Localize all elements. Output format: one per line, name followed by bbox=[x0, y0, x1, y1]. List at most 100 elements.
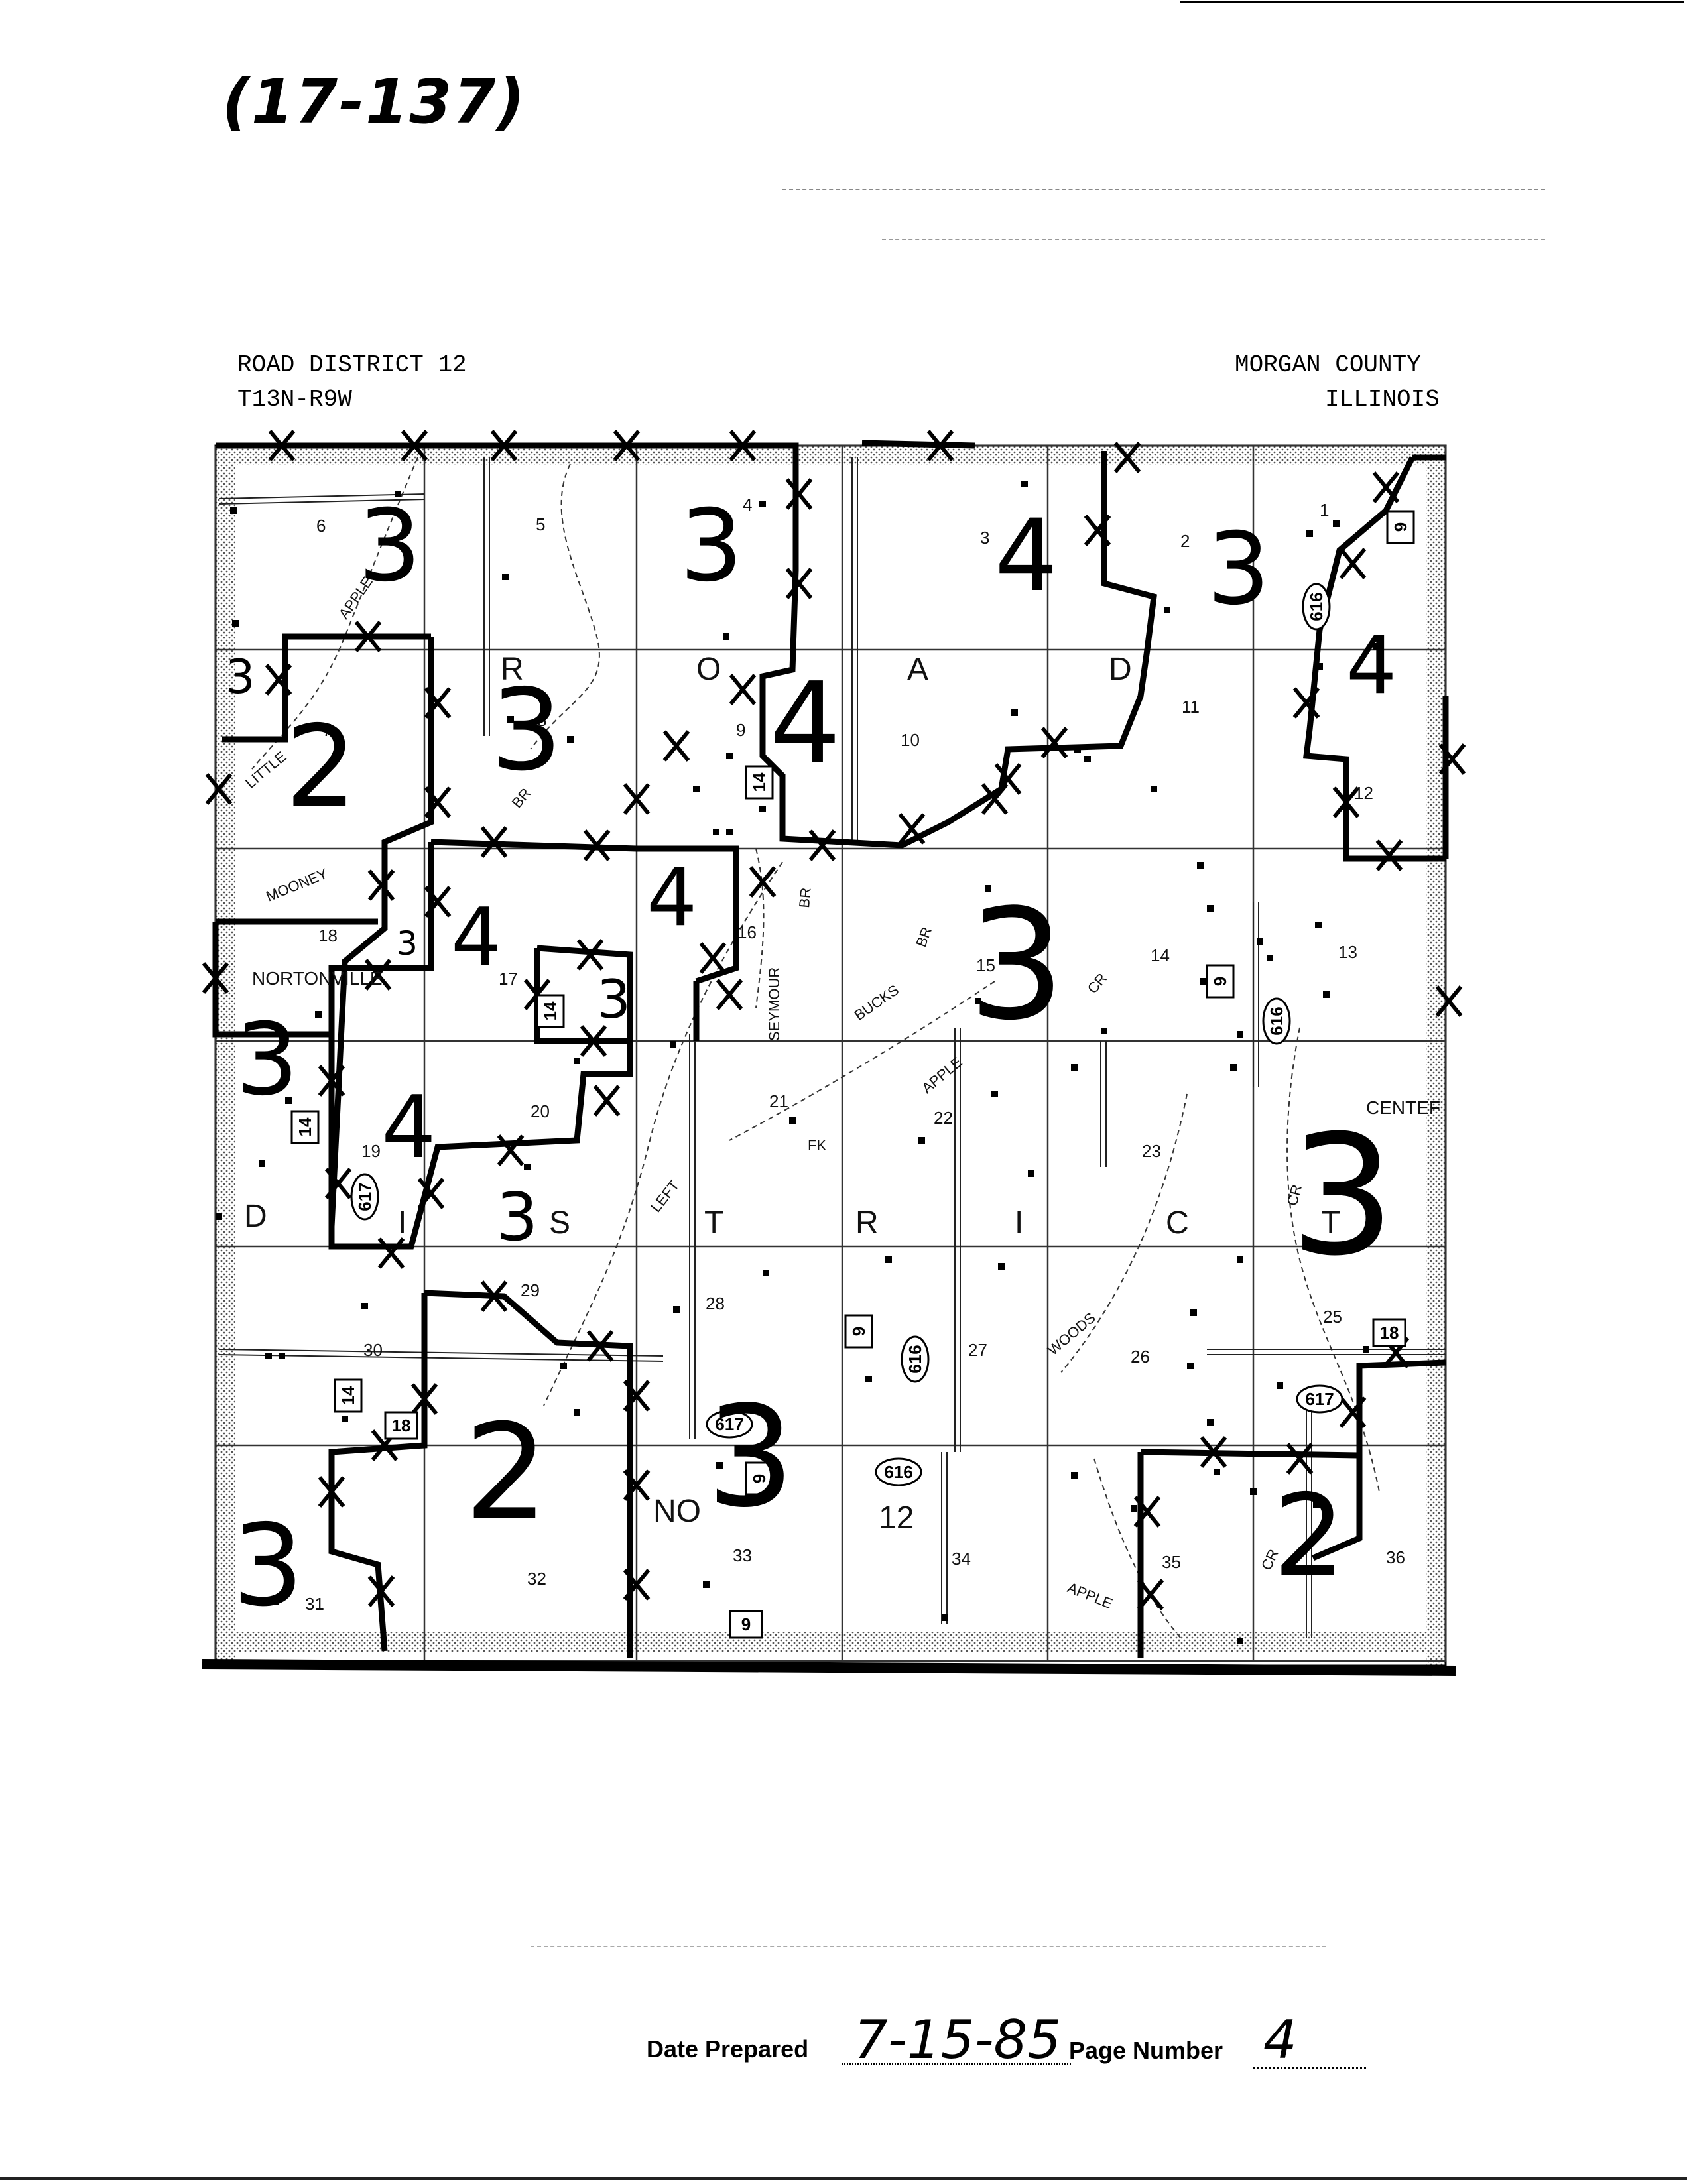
district-num-10: 4 bbox=[451, 892, 501, 984]
x-mark-62 bbox=[981, 783, 1009, 815]
route-shield-0: 9 bbox=[1386, 510, 1415, 544]
building-74 bbox=[1151, 786, 1157, 792]
x-mark-13 bbox=[265, 664, 292, 696]
building-17 bbox=[1197, 862, 1204, 869]
x-mark-50 bbox=[318, 1476, 345, 1508]
x-mark-54 bbox=[1286, 1443, 1314, 1475]
x-mark-44 bbox=[623, 1380, 651, 1412]
section-13: 13 bbox=[1338, 942, 1357, 962]
x-mark-45 bbox=[410, 1383, 438, 1415]
stream-left-fk bbox=[543, 861, 783, 1406]
x-mark-10 bbox=[1372, 471, 1400, 503]
date-underline bbox=[842, 2063, 1071, 2065]
building-35 bbox=[524, 1164, 531, 1170]
svg-text:14: 14 bbox=[749, 772, 769, 792]
section-5: 5 bbox=[536, 515, 545, 534]
x-mark-42 bbox=[480, 1280, 508, 1312]
svg-text:617: 617 bbox=[1305, 1389, 1334, 1409]
svg-text:C: C bbox=[1166, 1205, 1189, 1241]
route-shield-9: 14 bbox=[334, 1378, 363, 1413]
section-22: 22 bbox=[934, 1108, 953, 1128]
section-35: 35 bbox=[1162, 1552, 1181, 1572]
route-shield-13: 616 bbox=[1302, 583, 1331, 631]
x-mark-41 bbox=[377, 1237, 405, 1269]
svg-text:I: I bbox=[1015, 1205, 1023, 1241]
building-63 bbox=[1071, 1472, 1078, 1479]
district-num-14: 3 bbox=[597, 969, 631, 1030]
section-36: 36 bbox=[1386, 1547, 1405, 1567]
x-mark-30 bbox=[576, 939, 604, 971]
scan-line-3 bbox=[531, 1946, 1326, 1947]
x-mark-8 bbox=[785, 568, 813, 599]
top-edge-line bbox=[1180, 1, 1684, 3]
route-shield-8: 14 bbox=[290, 1110, 320, 1144]
header-township-range: T13N-R9W bbox=[237, 386, 352, 413]
x-mark-34 bbox=[716, 979, 743, 1010]
district-num-5: 3 bbox=[491, 665, 562, 796]
building-44 bbox=[1187, 1363, 1194, 1369]
route-shield-6: 14 bbox=[745, 765, 774, 800]
svg-text:616: 616 bbox=[884, 1462, 912, 1482]
building-29 bbox=[1071, 1064, 1078, 1071]
building-markers bbox=[216, 481, 1379, 1644]
building-37 bbox=[285, 1097, 292, 1104]
section-numbers: 1 2 3 4 5 6 7 8 9 10 11 12 13 14 15 16 1… bbox=[305, 495, 1405, 1614]
building-67 bbox=[1237, 1638, 1243, 1644]
svg-text:18: 18 bbox=[1380, 1323, 1399, 1343]
x-mark-23 bbox=[623, 783, 651, 815]
page-number-value: 4 bbox=[1263, 2009, 1297, 2071]
building-68 bbox=[703, 1581, 710, 1588]
crossing-x-marks bbox=[202, 430, 1466, 1610]
building-65 bbox=[1250, 1488, 1257, 1495]
section-16: 16 bbox=[737, 922, 757, 942]
building-62 bbox=[942, 1614, 948, 1621]
roads bbox=[218, 457, 1446, 1638]
district-num-22: 2 bbox=[1273, 1471, 1345, 1602]
section-8: 8 bbox=[537, 710, 546, 730]
svg-text:I: I bbox=[398, 1205, 406, 1241]
bottom-scan-line bbox=[0, 2177, 1687, 2180]
building-40 bbox=[1028, 1170, 1034, 1177]
svg-text:9: 9 bbox=[749, 1474, 769, 1483]
svg-text:617: 617 bbox=[715, 1414, 743, 1434]
x-mark-21 bbox=[583, 829, 611, 861]
building-23 bbox=[1323, 991, 1330, 998]
svg-text:18: 18 bbox=[392, 1416, 411, 1435]
header-county: MORGAN COUNTY bbox=[1235, 351, 1421, 379]
svg-text:MOONEY: MOONEY bbox=[264, 865, 330, 905]
building-47 bbox=[1277, 1382, 1283, 1389]
building-27 bbox=[1237, 1031, 1243, 1038]
building-57 bbox=[342, 1416, 348, 1422]
building-9 bbox=[1316, 663, 1323, 670]
section-15: 15 bbox=[976, 955, 995, 975]
svg-text:APPLE: APPLE bbox=[1065, 1579, 1115, 1612]
svg-text:9: 9 bbox=[1391, 522, 1410, 532]
building-52 bbox=[560, 1363, 567, 1369]
building-8 bbox=[1333, 520, 1340, 527]
route-shield-4: 9 bbox=[729, 1610, 763, 1639]
x-mark-40 bbox=[497, 1134, 525, 1166]
x-mark-6 bbox=[1113, 442, 1141, 473]
scan-line-2 bbox=[882, 239, 1545, 240]
route-shield-10: 617 bbox=[706, 1410, 753, 1439]
building-32 bbox=[789, 1117, 796, 1124]
building-10 bbox=[1373, 643, 1379, 650]
svg-text:616: 616 bbox=[1267, 1006, 1286, 1035]
building-13 bbox=[726, 829, 733, 835]
building-22 bbox=[1267, 955, 1273, 961]
building-30 bbox=[991, 1091, 998, 1097]
x-mark-61 bbox=[1435, 985, 1463, 1017]
svg-text:R: R bbox=[855, 1205, 879, 1241]
x-mark-43 bbox=[586, 1330, 614, 1362]
building-66 bbox=[1313, 1502, 1320, 1508]
route-shield-2: 9 bbox=[844, 1314, 873, 1349]
building-51 bbox=[673, 1306, 680, 1313]
building-25 bbox=[975, 998, 981, 1004]
district-boundaries bbox=[212, 440, 1449, 1658]
svg-text:D: D bbox=[1109, 652, 1132, 687]
district-num-18: 3 bbox=[496, 1178, 538, 1256]
district-num-13: 4 bbox=[1346, 620, 1397, 712]
place-nortonville: NORTONVILLE bbox=[252, 968, 383, 989]
x-mark-32 bbox=[699, 942, 727, 974]
